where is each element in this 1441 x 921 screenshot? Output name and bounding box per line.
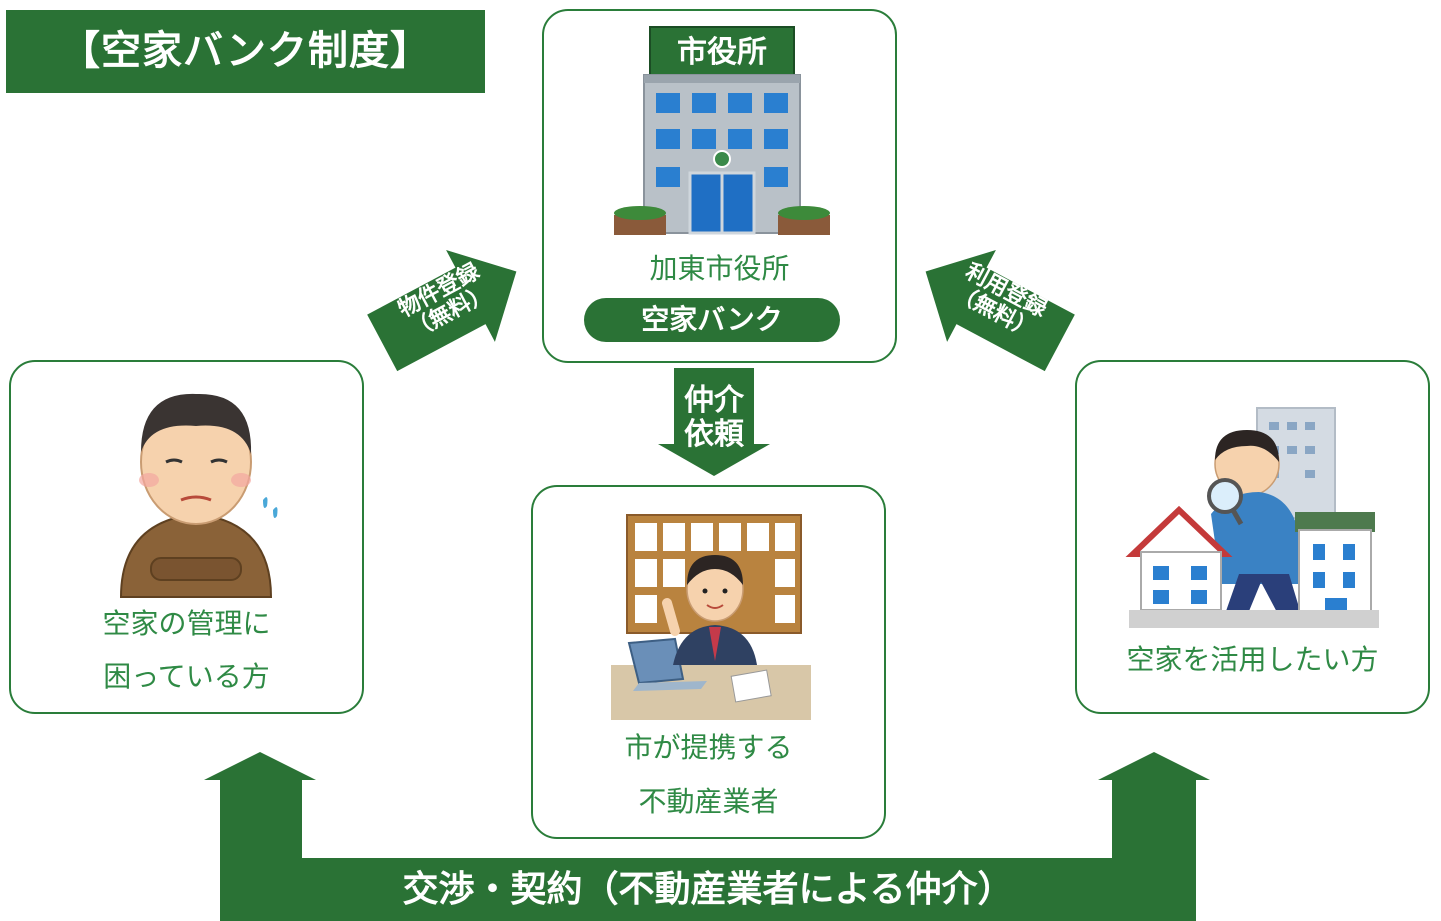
negotiation-label: 交渉・契約（不動産業者による仲介） bbox=[402, 869, 1014, 910]
city-hall-sign: 市役所 bbox=[677, 35, 767, 70]
house-search-icon bbox=[1125, 407, 1379, 628]
register-use-arrow bbox=[925, 250, 1075, 372]
worried-man-icon bbox=[119, 393, 278, 598]
real-estate-agent-icon bbox=[611, 514, 811, 720]
register-property-arrow bbox=[367, 250, 517, 372]
mediation-label: 仲介 依頼 bbox=[684, 383, 744, 452]
agent-label-line2: 不動産業者 bbox=[638, 785, 779, 818]
mediation-arrow bbox=[658, 368, 770, 476]
user-label: 空家を活用したい方 bbox=[1126, 643, 1379, 676]
agent-box: 市が提携する 不動産業者 bbox=[531, 485, 886, 839]
city-hall-name: 加東市役所 bbox=[649, 252, 790, 285]
city-hall-building-icon: 市役所 bbox=[614, 26, 830, 235]
owner-label-line1: 空家の管理に bbox=[102, 607, 271, 640]
owner-label-line2: 困っている方 bbox=[103, 660, 270, 693]
akiya-bank-badge: 空家バンク bbox=[584, 298, 840, 342]
diagram-title: 【空家バンク制度】 bbox=[6, 10, 485, 93]
user-box: 空家を活用したい方 bbox=[1075, 360, 1430, 714]
agent-label-line1: 市が提携する bbox=[624, 731, 793, 764]
owner-box: 空家の管理に 困っている方 bbox=[9, 360, 364, 714]
